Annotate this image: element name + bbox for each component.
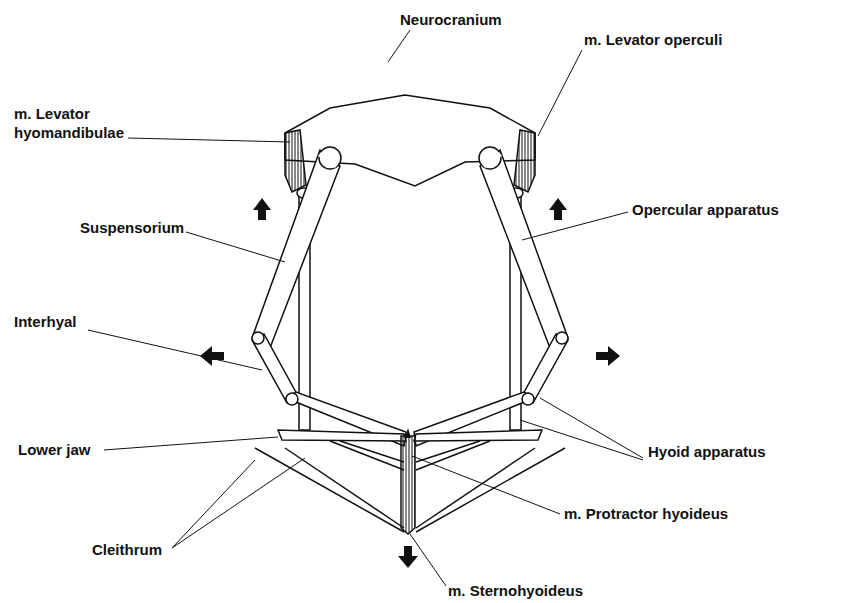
part-label: m. Levator operculi <box>584 30 722 49</box>
part-label: Lower jaw <box>18 440 91 459</box>
leader-lines <box>88 30 643 586</box>
part-label: Hyoid apparatus <box>648 442 766 461</box>
part-label: m. Levator hyomandibulae <box>14 104 132 142</box>
sternohyoideus-muscle <box>401 436 415 534</box>
right-half-apparatus <box>414 130 620 532</box>
part-label: Suspensorium <box>80 218 184 237</box>
direction-arrow <box>398 546 418 568</box>
part-label: m. Sternohyoideus <box>448 581 583 600</box>
part-label: m. Protractor hyoideus <box>564 504 728 523</box>
symphysis-mark <box>405 428 411 438</box>
part-label: Cleithrum <box>92 540 162 559</box>
part-label: Opercular apparatus <box>632 200 779 219</box>
part-label: Neurocranium <box>400 10 502 29</box>
left-half-apparatus <box>200 130 406 532</box>
part-label: Interhyal <box>14 312 77 331</box>
